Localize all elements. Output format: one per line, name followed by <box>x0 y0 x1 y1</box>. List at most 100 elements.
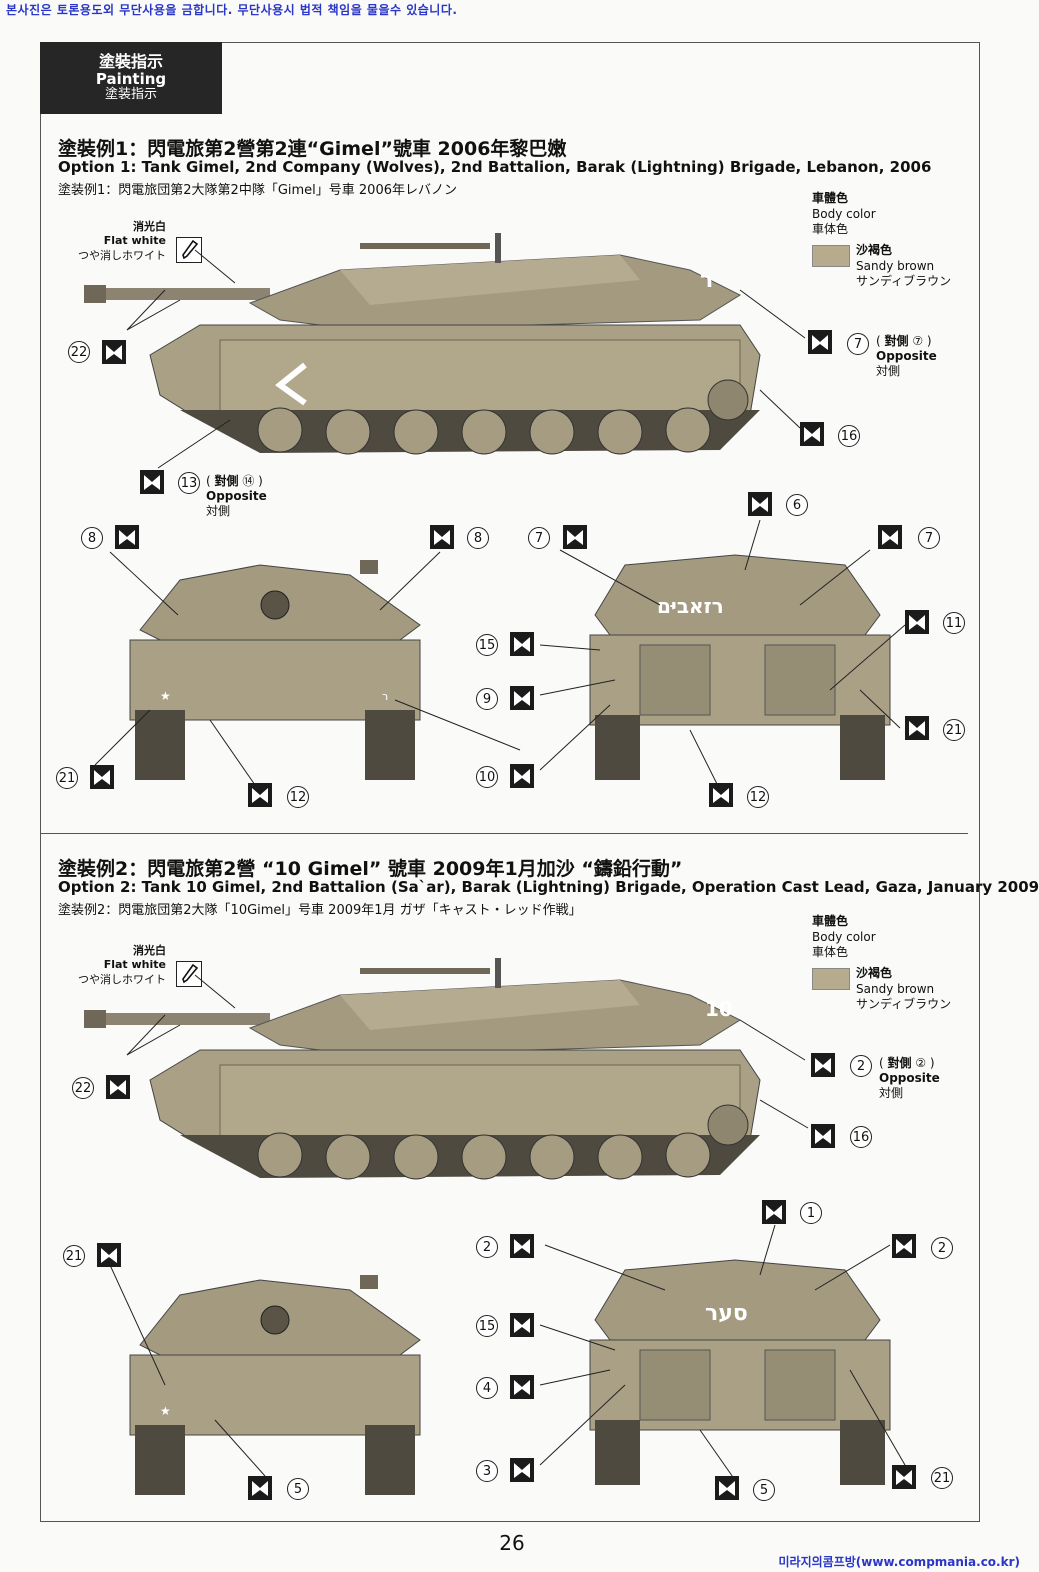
sandy-brown-legend-1: 沙褐色 Sandy brown サンディブラウン <box>856 243 951 290</box>
decal-icon <box>430 525 454 549</box>
decal-icon <box>800 422 824 446</box>
callout-5-front: 5 <box>287 1478 309 1500</box>
opposite-jp: 対側 <box>879 1086 904 1100</box>
decal-icon <box>102 340 126 364</box>
body-color-cn: 車體色 <box>812 191 849 205</box>
callout-3: 3 <box>476 1460 498 1482</box>
header-jp: 塗装指示 <box>104 87 157 103</box>
decal-icon <box>97 1243 121 1267</box>
decal-icon <box>892 1234 916 1258</box>
decal-icon <box>115 525 139 549</box>
sand-en: Sandy brown <box>856 981 935 996</box>
decal-icon <box>510 764 534 788</box>
opposite-jp: 対側 <box>206 504 231 518</box>
body-color-legend-2: 車體色 Body color 車体色 <box>812 914 876 961</box>
callout-21-opt2-front: 21 <box>63 1245 85 1267</box>
decal-icon <box>510 1375 534 1399</box>
decal-icon <box>905 716 929 740</box>
decal-icon <box>248 1476 272 1500</box>
option1-title-jp: 塗装例1：閃電旅団第2大隊第2中隊「Gimel」号車 2006年レバノン <box>58 183 457 198</box>
sandy-brown-swatch <box>812 968 850 990</box>
sandy-brown-legend-2: 沙褐色 Sandy brown サンディブラウン <box>856 966 951 1013</box>
body-color-jp: 車体色 <box>812 945 849 960</box>
header-en: Painting <box>95 70 167 89</box>
decal-icon <box>709 783 733 807</box>
callout-8-left: 8 <box>81 527 103 549</box>
callout-12-front: 12 <box>287 786 309 808</box>
option2-title-jp: 塗装例2：閃電旅団第2大隊「10Gimel」号車 2009年1月 ガザ「キャスト… <box>58 903 582 918</box>
decal-icon <box>106 1075 130 1099</box>
decal-icon <box>892 1465 916 1489</box>
brush-icon <box>176 237 202 263</box>
tank-rear-view-1: רזאביּם <box>589 554 891 780</box>
svg-text:ר: ר <box>700 268 713 293</box>
watermark-bottom: 미라지의콤프방(www.compmania.co.kr) <box>778 1555 1020 1569</box>
opposite-note-7: ( 對側 ⑦ ) Opposite 対側 <box>876 334 937 378</box>
callout-2-opt2: 2 <box>850 1055 872 1077</box>
callout-22-opt1: 22 <box>68 341 90 363</box>
rear-hebrew-marking-1: רזאביּם <box>657 594 724 618</box>
flat-white-label-1: 消光白 Flat white つや消しホワイト <box>70 220 166 263</box>
callout-2-rear-left: 2 <box>476 1236 498 1258</box>
sand-jp: サンディブラウン <box>856 997 952 1012</box>
flat-white-jp: つや消しホワイト <box>78 972 166 986</box>
sand-jp: サンディブラウン <box>856 274 952 289</box>
opposite-cn: 對側 <box>887 1056 912 1070</box>
decal-icon <box>90 765 114 789</box>
sand-cn: 沙褐色 <box>856 966 893 980</box>
decal-icon <box>510 1313 534 1337</box>
callout-10: 10 <box>476 766 498 788</box>
tank-front-view-1: ★ ר <box>129 560 421 780</box>
page-frame <box>40 42 980 1522</box>
body-color-en: Body color <box>812 206 876 221</box>
option2-title-cn: 塗裝例2：閃電旅第2營 “10 Gimel” 號車 2009年1月加沙 “鑄鉛行… <box>58 858 683 880</box>
callout-7-rear-left: 7 <box>528 527 550 549</box>
decal-icon <box>510 686 534 710</box>
callout-7-rear-right: 7 <box>918 527 940 549</box>
sand-cn: 沙褐色 <box>856 243 893 257</box>
decal-icon <box>715 1476 739 1500</box>
header-cn: 塗裝指示 <box>98 51 163 71</box>
callout-8-right: 8 <box>467 527 489 549</box>
decal-icon <box>510 1458 534 1482</box>
decal-icon <box>563 525 587 549</box>
decal-icon <box>510 1234 534 1258</box>
decal-icon <box>140 470 164 494</box>
callout-16-opt1: 16 <box>838 425 860 447</box>
option1-title-cn: 塗裝例1：閃電旅第2營第2連“Gimel”號車 2006年黎巴嫩 <box>58 138 567 160</box>
flat-white-label-2: 消光白 Flat white つや消しホワイト <box>70 944 166 987</box>
opposite-cn: 對側 <box>214 474 239 488</box>
flat-white-cn: 消光白 <box>133 220 166 233</box>
turret-number-marking: 10 <box>705 997 733 1021</box>
opposite-cn: 對側 <box>884 334 909 348</box>
svg-text:★: ★ <box>160 1404 171 1418</box>
callout-13-opt1: 13 <box>178 472 200 494</box>
rear-hebrew-marking-2: סער <box>705 1301 748 1326</box>
body-color-jp: 車体色 <box>812 222 849 237</box>
option2-title-en: Option 2: Tank 10 Gimel, 2nd Battalion (… <box>58 878 1039 896</box>
callout-1: 1 <box>800 1202 822 1224</box>
tank-side-view-1: ר <box>84 233 761 455</box>
decal-icon <box>878 525 902 549</box>
opposite-note-2: ( 對側 ② ) Opposite 対側 <box>879 1056 940 1100</box>
body-color-legend-1: 車體色 Body color 車体色 <box>812 191 876 238</box>
body-color-en: Body color <box>812 929 876 944</box>
opposite-en: Opposite <box>876 349 937 363</box>
decal-icon <box>811 1053 835 1077</box>
callout-21-opt1-front: 21 <box>56 767 78 789</box>
flat-white-en: Flat white <box>103 234 166 248</box>
callout-22-opt2: 22 <box>72 1077 94 1099</box>
decal-icon <box>762 1200 786 1224</box>
decal-icon <box>808 330 832 354</box>
callout-21-opt2-rear: 21 <box>931 1467 953 1489</box>
tank-front-view-2: ★ <box>129 1275 421 1495</box>
callout-15-opt1: 15 <box>476 634 498 656</box>
tank-rear-view-2: סער <box>589 1259 891 1485</box>
opposite-en: Opposite <box>206 489 267 503</box>
flat-white-en: Flat white <box>103 958 166 972</box>
